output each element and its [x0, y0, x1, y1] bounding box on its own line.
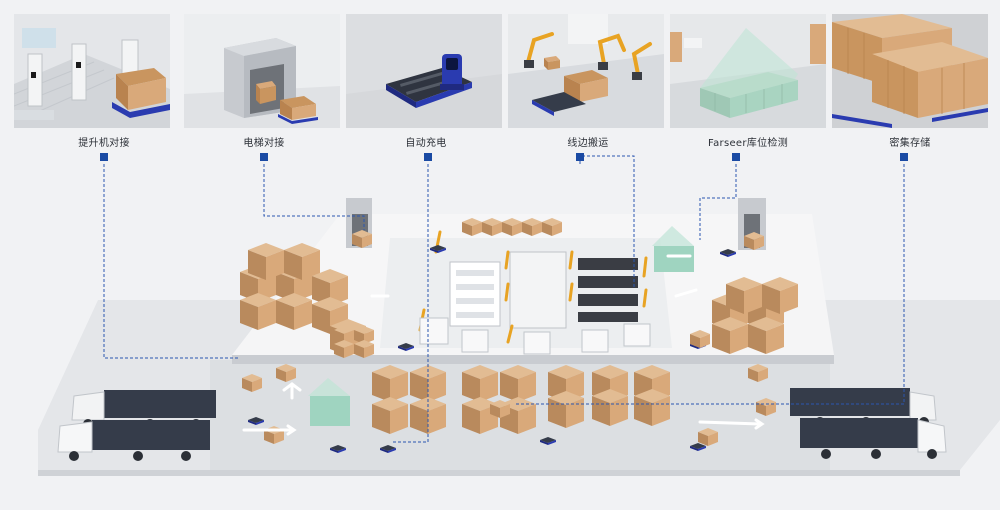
marker-auto-charging: [424, 153, 432, 161]
thumb-dense-storage: [832, 14, 988, 128]
robot-arm-collaboration-icon: [508, 14, 664, 128]
farseer-slot-detection-icon: [670, 14, 826, 128]
marker-robot-collaboration: [576, 153, 584, 161]
marker-elevator-docking: [260, 153, 268, 161]
caption-farseer-detection: Farseer库位检测: [708, 138, 788, 149]
thumb-auto-charging: [346, 14, 502, 128]
elevator-docking-icon: [184, 14, 340, 128]
production-line-dark: [578, 258, 638, 322]
elevator-right: [738, 198, 766, 250]
thumb-robot-collaboration: [508, 14, 664, 128]
caption-dense-storage: 密集存储: [889, 138, 931, 149]
callout-connectors: [103, 155, 905, 443]
lift-docking-icon: [14, 14, 170, 128]
caption-auto-charging: 自动充电: [405, 138, 447, 149]
thumb-elevator-docking: [184, 14, 340, 128]
caption-elevator-docking: 电梯对接: [243, 138, 285, 149]
robot-arms: [418, 230, 648, 344]
dense-storage-icon: [832, 14, 988, 128]
thumb-lift-docking: [14, 14, 170, 128]
marker-farseer-detection: [732, 153, 740, 161]
marker-dense-storage: [900, 153, 908, 161]
marker-lift-docking: [100, 153, 108, 161]
farseer-detection-zone-lower: [308, 378, 350, 426]
workstations: [419, 317, 651, 355]
thumb-farseer-detection: [670, 14, 826, 128]
caption-lift-docking: 提升机对接: [78, 138, 130, 149]
top-pallet-row: [462, 218, 562, 236]
auto-charging-icon: [346, 14, 502, 128]
elevator-left: [346, 198, 372, 248]
flow-arrows: [242, 254, 765, 436]
truck-left-front: [57, 420, 210, 461]
caption-robot-collaboration: 线边搬运: [567, 138, 609, 149]
production-line-white: [449, 251, 567, 329]
farseer-detection-zone-upper: [652, 226, 694, 272]
truck-right-front: [800, 418, 947, 459]
truck-left-rear: [71, 390, 216, 429]
callout-markers: [100, 153, 908, 161]
